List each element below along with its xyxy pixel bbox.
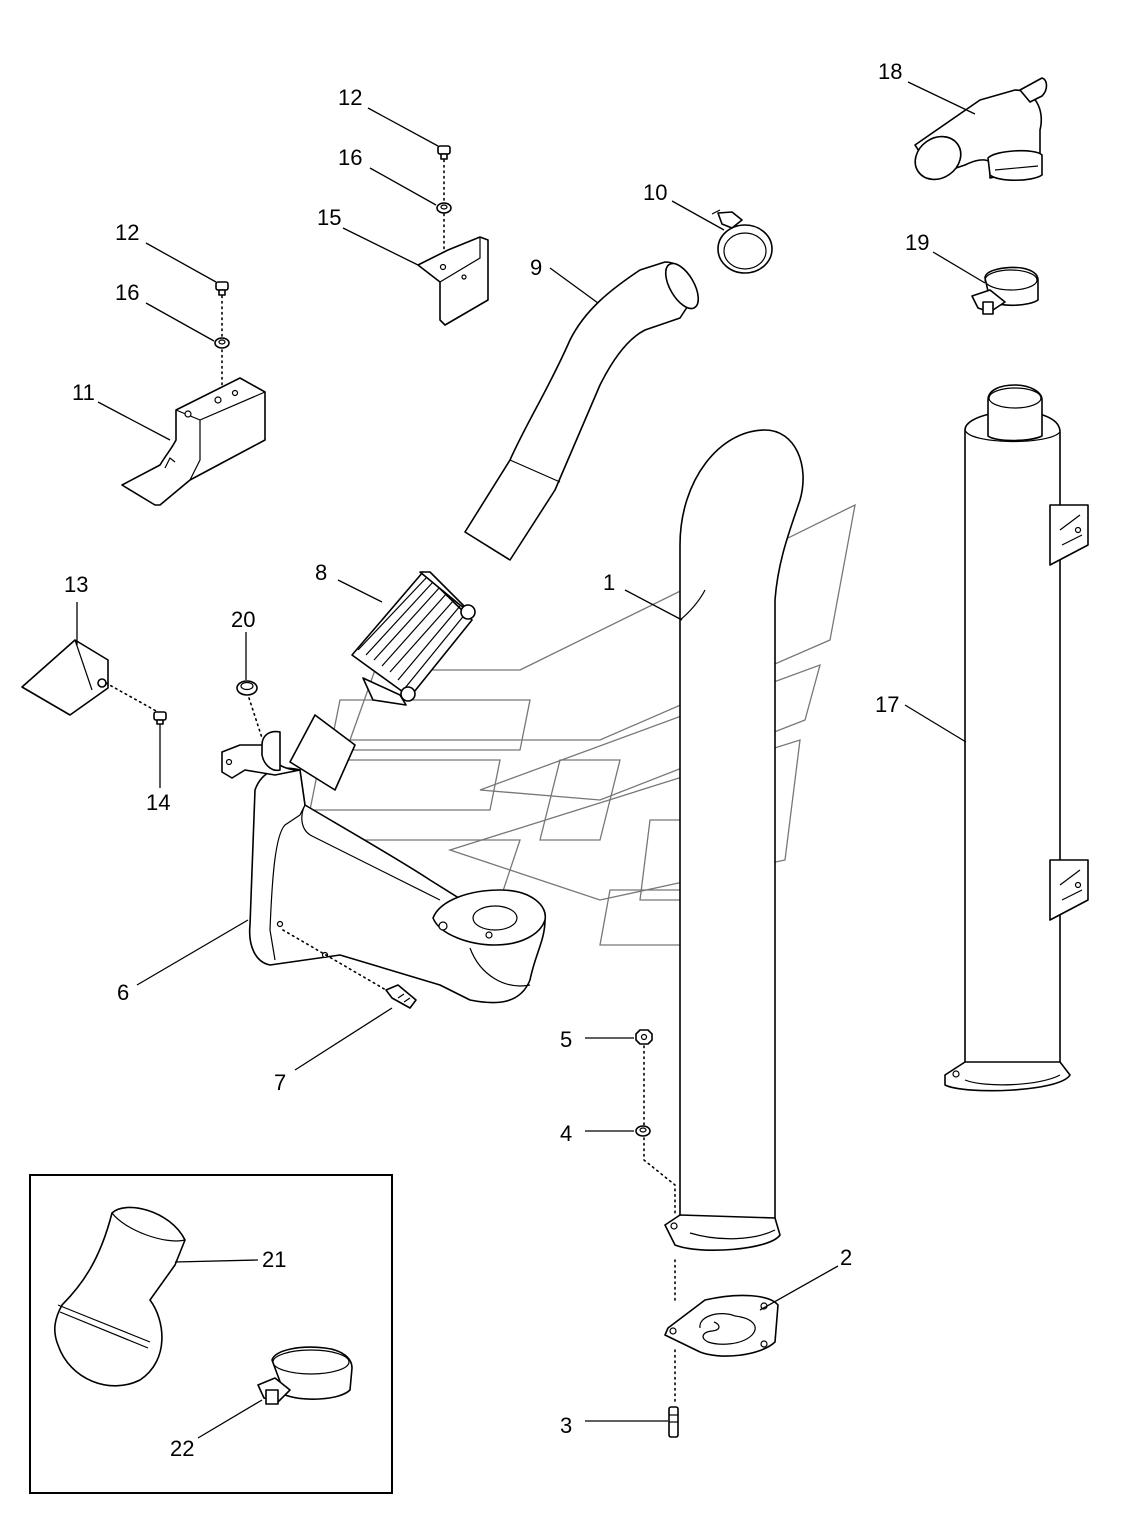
part-12-screw-a <box>437 145 451 160</box>
callout-19: 19 <box>905 230 929 255</box>
part-16-washer-a <box>436 202 452 214</box>
callout-11: 11 <box>72 380 95 405</box>
callout-4: 4 <box>560 1121 572 1146</box>
part-5-nut <box>635 1029 653 1045</box>
part-18-rain-cap <box>914 77 1048 182</box>
callout-12b: 12 <box>115 220 139 245</box>
part-9-exhaust-elbow <box>464 261 700 561</box>
callout-7: 7 <box>274 1070 286 1095</box>
part-21-elbow-pipe <box>53 1206 186 1387</box>
part-17-muffler-stack <box>944 384 1089 1092</box>
callout-18: 18 <box>878 59 902 84</box>
callout-6: 6 <box>117 980 129 1005</box>
callout-8: 8 <box>315 560 327 585</box>
part-15-bracket <box>417 236 489 326</box>
part-8-flex-hose <box>351 571 476 706</box>
callout-21: 21 <box>262 1247 286 1272</box>
part-2-gasket <box>664 1294 779 1357</box>
part-10-clamp <box>711 209 773 274</box>
part-4-washer <box>635 1125 651 1137</box>
callout-16b: 16 <box>115 280 139 305</box>
callout-13: 13 <box>64 572 88 597</box>
part-11-heat-shield <box>121 377 266 506</box>
part-19-clamp <box>971 266 1039 315</box>
assembly-path-bolt <box>282 929 387 991</box>
callout-14: 14 <box>146 790 170 815</box>
part-22-clamp <box>257 1346 353 1405</box>
assembly-path-cover <box>105 682 159 713</box>
part-3-stud <box>668 1406 679 1438</box>
callout-9: 9 <box>530 255 542 280</box>
callout-20: 20 <box>231 607 255 632</box>
callout-labels: 1 2 3 4 5 6 7 8 9 10 11 12 12 13 14 15 1… <box>64 59 929 1461</box>
callout-3: 3 <box>560 1413 572 1438</box>
assembly-path-plug <box>248 697 263 739</box>
assembly-path-stud <box>643 1045 676 1406</box>
part-16-washer-b <box>214 337 230 349</box>
callout-15: 15 <box>317 205 341 230</box>
detail-inset-frame <box>29 1174 393 1494</box>
part-7-bolt <box>385 984 417 1009</box>
callout-22: 22 <box>170 1436 194 1461</box>
part-20-plug <box>236 680 258 696</box>
leader-lines <box>76 81 986 1439</box>
callout-16a: 16 <box>338 145 362 170</box>
part-6-muffler <box>221 714 547 1004</box>
callout-5: 5 <box>560 1027 572 1052</box>
callout-10: 10 <box>643 180 667 205</box>
part-12-screw-b <box>215 281 229 296</box>
part-14-screw <box>153 711 167 725</box>
callout-1: 1 <box>603 570 615 595</box>
part-13-cover <box>21 639 109 716</box>
callout-17: 17 <box>875 692 899 717</box>
part-1-exhaust-stack <box>664 429 804 1251</box>
callout-2: 2 <box>840 1245 852 1270</box>
callout-12a: 12 <box>338 85 362 110</box>
